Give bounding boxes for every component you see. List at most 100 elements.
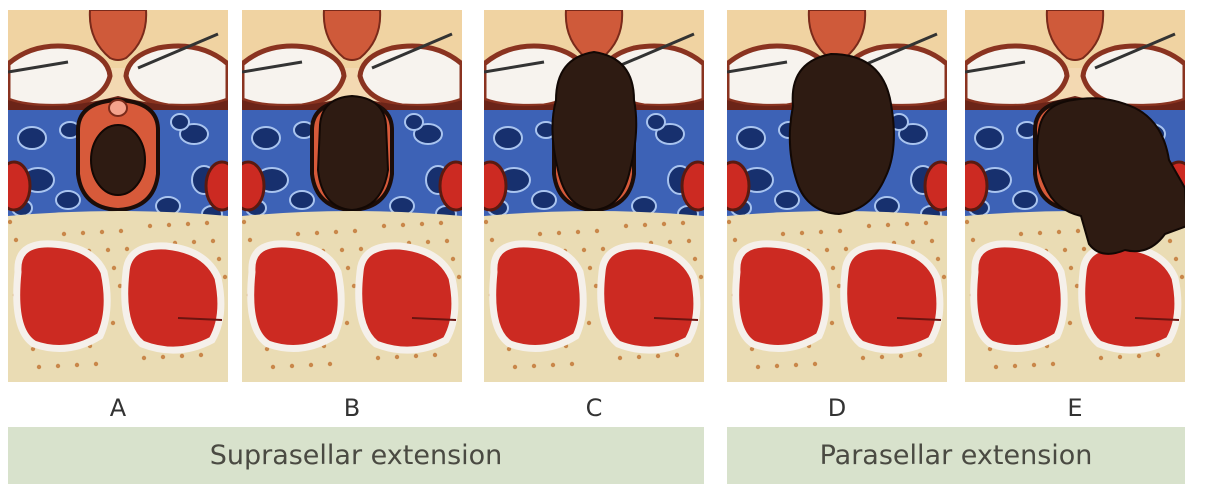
panel-label-d: D (817, 394, 857, 422)
sinus-vessel (775, 191, 799, 209)
bone-texture (595, 229, 599, 233)
carotid-left (965, 162, 987, 210)
bone-texture (1038, 231, 1042, 235)
left-lobe (965, 46, 1067, 106)
bone-texture (426, 240, 430, 244)
cross-section-illustration (8, 10, 228, 382)
bone-texture (727, 220, 731, 224)
bone-texture (936, 257, 940, 261)
sphenoid-sinus-left (17, 244, 107, 349)
bone-texture (587, 321, 591, 325)
bone-texture (106, 248, 110, 252)
bone-texture (1174, 257, 1178, 261)
bone-texture (315, 231, 319, 235)
bone-texture (439, 221, 443, 225)
bone-texture (930, 239, 934, 243)
bone-texture (1013, 364, 1017, 368)
tumor (91, 125, 145, 195)
bone-texture (775, 364, 779, 368)
left-lobe (8, 46, 110, 106)
bone-texture (687, 239, 691, 243)
panel-e (965, 10, 1185, 382)
bone-texture (861, 356, 865, 360)
carotid-right (440, 162, 462, 210)
bone-texture (994, 365, 998, 369)
carotid-right (925, 162, 947, 210)
bone-texture (918, 353, 922, 357)
bone-texture (1180, 275, 1184, 279)
bone-texture (290, 364, 294, 368)
tumor (318, 96, 388, 210)
bone-texture (484, 220, 488, 224)
bone-texture (825, 248, 829, 252)
bone-texture (199, 353, 203, 357)
carotid-left (727, 162, 749, 210)
bone-texture (576, 230, 580, 234)
panel-label-b: B (332, 394, 372, 422)
pituitary-stalk (109, 100, 127, 116)
sphenoid-sinus-left (974, 244, 1064, 349)
bone-texture (1118, 355, 1122, 359)
bone-texture (309, 363, 313, 367)
bone-texture (637, 355, 641, 359)
bone-texture (340, 248, 344, 252)
bone-texture (693, 257, 697, 261)
bone-texture (37, 365, 41, 369)
cross-section-illustration (727, 10, 947, 382)
bone-texture (1168, 239, 1172, 243)
panel-d (727, 10, 947, 382)
bone-texture (328, 362, 332, 366)
bone-texture (334, 230, 338, 234)
bone-texture (570, 362, 574, 366)
cross-section-illustration (242, 10, 462, 382)
bone-texture (433, 353, 437, 357)
bone-texture (420, 222, 424, 226)
bone-texture (582, 248, 586, 252)
bone-texture (668, 240, 672, 244)
bone-texture (838, 229, 842, 233)
sphenoid-sinus-right (1082, 246, 1178, 350)
bone-texture (800, 231, 804, 235)
bone-texture (119, 229, 123, 233)
bone-texture (830, 321, 834, 325)
suprasellar-extension-banner: Suprasellar extension (8, 427, 704, 484)
right-lobe (360, 46, 462, 106)
bone-texture (911, 240, 915, 244)
bone-texture (1156, 353, 1160, 357)
right-lobe (1083, 46, 1185, 106)
bone-texture (359, 247, 363, 251)
bone-texture (886, 223, 890, 227)
sphenoid-sinus-right (844, 246, 940, 350)
bone-texture (296, 232, 300, 236)
bone-texture (205, 221, 209, 225)
bone-texture (681, 221, 685, 225)
sphenoid-sinus-right (359, 246, 455, 350)
carotid-left (242, 162, 264, 210)
bone-texture (490, 238, 494, 242)
tumor (552, 52, 636, 210)
bone-texture (414, 354, 418, 358)
bone-texture (733, 238, 737, 242)
cross-section-illustration (965, 10, 1185, 382)
bone-texture (924, 221, 928, 225)
bone-texture (675, 353, 679, 357)
bone-texture (457, 275, 461, 279)
right-lobe (126, 46, 228, 106)
bone-texture (971, 238, 975, 242)
bone-texture (376, 356, 380, 360)
bone-texture (899, 354, 903, 358)
bone-texture (794, 363, 798, 367)
bone-texture (513, 365, 517, 369)
sinus-vessel (494, 127, 522, 149)
cross-section-illustration (484, 10, 704, 382)
bone-texture (8, 220, 12, 224)
sinus-vessel (56, 191, 80, 209)
left-lobe (242, 46, 344, 106)
sinus-vessel (737, 127, 765, 149)
bone-texture (1057, 230, 1061, 234)
bone-texture (111, 321, 115, 325)
bone-texture (14, 238, 18, 242)
sinus-vessel (647, 114, 665, 130)
bone-texture (81, 231, 85, 235)
bone-texture (699, 275, 703, 279)
